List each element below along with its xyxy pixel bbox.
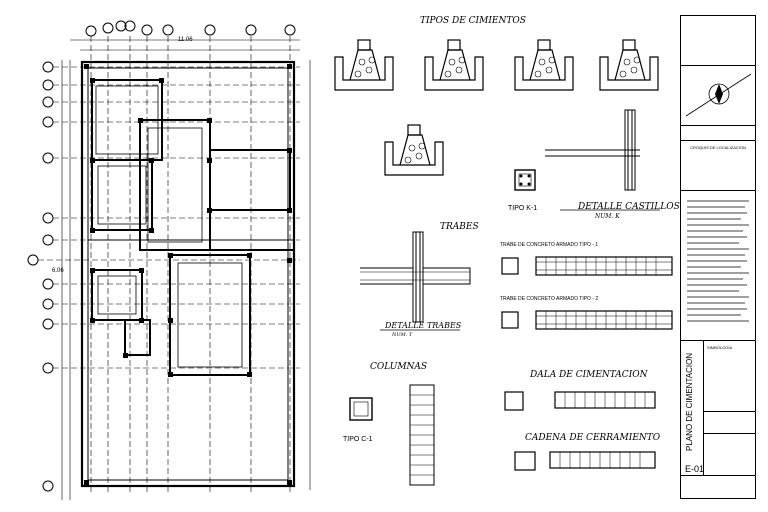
notes-text-block <box>687 200 749 322</box>
castillo-k1-section <box>514 169 536 191</box>
plan-name-label: PLANO DE CIMENTACION <box>685 352 694 451</box>
croquis-label: CROQUIS DE LOCALIZACION <box>690 145 746 150</box>
trabe-tipo-2 <box>501 310 673 330</box>
notes-box <box>681 191 755 341</box>
project-box <box>681 126 755 141</box>
tipo-k1-label: TIPO K-1 <box>508 205 538 212</box>
simbologia-label: SIMBOLOGIA <box>707 345 733 350</box>
castillos-title: DETALLE CASTILLOS <box>578 202 680 212</box>
trabes-detail-subtitle: NUM. T <box>392 332 413 338</box>
cimientos-title: TIPOS DE CIMIENTOS <box>420 16 526 26</box>
trabes-detail-title: DETALLE TRABES <box>385 321 462 330</box>
top-axis-markers <box>85 20 296 37</box>
north-arrow-box <box>681 66 755 126</box>
columnas-title: COLUMNAS <box>370 362 428 372</box>
croquis-box: CROQUIS DE LOCALIZACION <box>681 141 755 191</box>
tipo-c1-label: TIPO C-1 <box>343 436 373 443</box>
castillo-elevation <box>545 109 660 211</box>
logo-box <box>681 16 755 66</box>
trabe-tipo-2-label: TRABE DE CONCRETO ARMADO TIPO - 2 <box>500 296 599 302</box>
title-block: CROQUIS DE LOCALIZACION PLANO DE CIMENTA… <box>680 15 756 499</box>
top-dimension: 11.06 <box>178 37 193 43</box>
cadena-cerramiento <box>514 451 656 471</box>
castillos-subtitle: NUM. K <box>595 213 620 220</box>
columna-c1 <box>349 384 435 486</box>
plan-name-box: PLANO DE CIMENTACION SIMBOLOGIA <box>681 341 755 476</box>
footing-types <box>334 39 659 176</box>
left-axis-markers <box>27 61 54 492</box>
dala-title: DALA DE CIMENTACION <box>530 370 648 380</box>
sheet-id: E-01 <box>685 464 705 474</box>
cadena-title: CADENA DE CERRAMIENTO <box>525 433 661 443</box>
left-dimension: 6.06 <box>52 268 64 274</box>
north-arrow-icon <box>685 73 752 117</box>
trabe-tipo-1 <box>501 256 673 276</box>
trabe-tipo-1-label: TRABE DE CONCRETO ARMADO TIPO - 1 <box>500 242 599 248</box>
trabe-detail <box>360 231 471 331</box>
trabes-title: TRABES <box>440 222 479 232</box>
dala-cimentacion <box>504 391 656 411</box>
